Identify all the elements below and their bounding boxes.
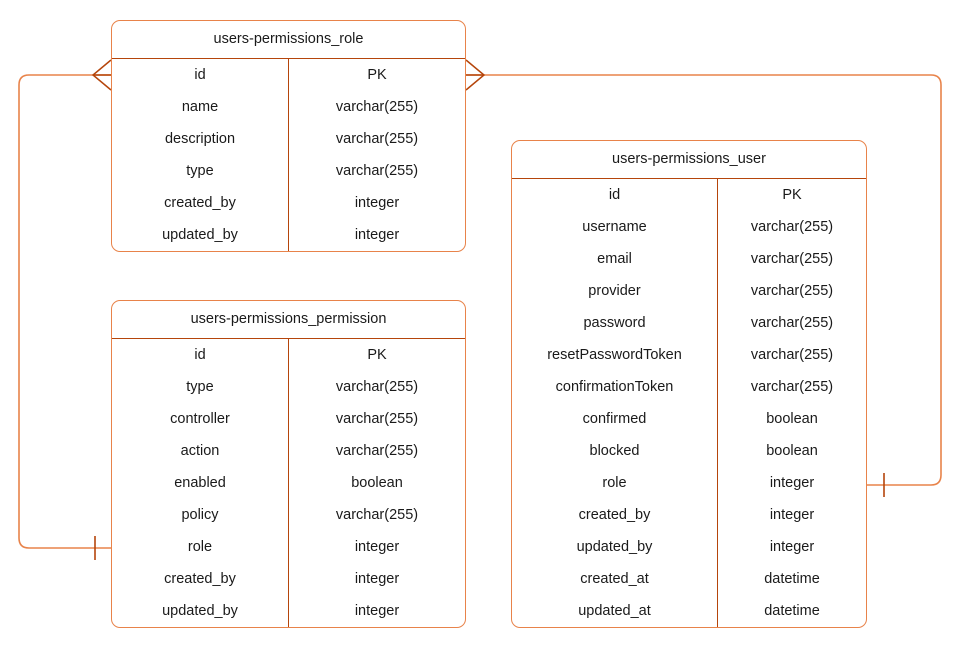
field-name: type bbox=[186, 379, 214, 395]
field-name: id bbox=[194, 67, 206, 83]
field-name: policy bbox=[181, 507, 219, 523]
entity-body: id username email provider password rese… bbox=[512, 178, 866, 627]
field-type: integer bbox=[769, 507, 815, 523]
field-type: varchar(255) bbox=[750, 219, 834, 235]
field-type: varchar(255) bbox=[335, 411, 419, 427]
field-name: resetPasswordToken bbox=[547, 347, 682, 363]
field-type: varchar(255) bbox=[335, 379, 419, 395]
field-name: id bbox=[194, 347, 206, 363]
field-type-column: PK varchar(255) varchar(255) varchar(255… bbox=[289, 59, 465, 251]
field-name: enabled bbox=[174, 475, 226, 491]
entity-users-permissions-role[interactable]: users-permissions_role id name descripti… bbox=[111, 20, 466, 252]
field-type: varchar(255) bbox=[750, 283, 834, 299]
entity-body: id type controller action enabled policy… bbox=[112, 338, 465, 627]
field-name: updated_at bbox=[578, 603, 651, 619]
field-name: confirmed bbox=[582, 411, 647, 427]
field-name: action bbox=[180, 443, 220, 459]
field-name: controller bbox=[170, 411, 230, 427]
field-type: datetime bbox=[764, 603, 820, 619]
field-type: varchar(255) bbox=[335, 131, 419, 147]
field-name: blocked bbox=[589, 443, 640, 459]
field-name: role bbox=[602, 475, 627, 491]
crows-foot-many-right bbox=[465, 59, 486, 91]
field-name: email bbox=[597, 251, 632, 267]
field-type: varchar(255) bbox=[750, 251, 834, 267]
field-type: integer bbox=[769, 539, 815, 555]
field-type: PK bbox=[367, 347, 387, 363]
field-name: role bbox=[187, 539, 213, 555]
field-type: PK bbox=[367, 67, 387, 83]
field-type: varchar(255) bbox=[750, 347, 834, 363]
field-type-column: PK varchar(255) varchar(255) varchar(255… bbox=[289, 339, 465, 627]
field-type: varchar(255) bbox=[750, 315, 834, 331]
field-type: boolean bbox=[351, 475, 403, 491]
field-type: boolean bbox=[766, 411, 818, 427]
entity-title: users-permissions_user bbox=[612, 151, 766, 167]
field-name: confirmationToken bbox=[555, 379, 674, 395]
field-type-column: PK varchar(255) varchar(255) varchar(255… bbox=[718, 179, 866, 627]
field-name: created_by bbox=[578, 507, 651, 523]
field-type: integer bbox=[354, 227, 400, 243]
field-name: created_by bbox=[164, 195, 236, 211]
field-name-column: id username email provider password rese… bbox=[512, 179, 718, 627]
field-type: integer bbox=[354, 571, 400, 587]
crows-foot-many-left bbox=[91, 59, 112, 91]
entity-body: id name description type created_by upda… bbox=[112, 58, 465, 251]
field-name: updated_by bbox=[162, 227, 238, 243]
field-name-column: id type controller action enabled policy… bbox=[112, 339, 289, 627]
field-name: type bbox=[186, 163, 214, 179]
field-name: updated_by bbox=[162, 603, 238, 619]
entity-title: users-permissions_permission bbox=[190, 311, 387, 327]
field-name: updated_by bbox=[576, 539, 653, 555]
field-type: varchar(255) bbox=[335, 163, 419, 179]
field-name: created_at bbox=[580, 571, 649, 587]
field-name: name bbox=[181, 99, 219, 115]
entity-users-permissions-user[interactable]: users-permissions_user id username email… bbox=[511, 140, 867, 628]
field-type: integer bbox=[354, 603, 400, 619]
entity-users-permissions-permission[interactable]: users-permissions_permission id type con… bbox=[111, 300, 466, 628]
field-name: description bbox=[164, 131, 236, 147]
field-name: username bbox=[582, 219, 647, 235]
field-name: created_by bbox=[164, 571, 236, 587]
entity-title: users-permissions_role bbox=[213, 31, 364, 47]
field-type: integer bbox=[769, 475, 815, 491]
field-type: integer bbox=[354, 195, 400, 211]
field-type: integer bbox=[354, 539, 400, 555]
field-type: datetime bbox=[764, 571, 820, 587]
field-name: provider bbox=[588, 283, 641, 299]
field-type: boolean bbox=[766, 443, 818, 459]
field-type: varchar(255) bbox=[335, 507, 419, 523]
field-name-column: id name description type created_by upda… bbox=[112, 59, 289, 251]
field-type: varchar(255) bbox=[335, 443, 419, 459]
field-type: varchar(255) bbox=[750, 379, 834, 395]
field-type: varchar(255) bbox=[335, 99, 419, 115]
field-name: password bbox=[583, 315, 646, 331]
field-type: PK bbox=[782, 187, 802, 203]
field-name: id bbox=[608, 187, 621, 203]
